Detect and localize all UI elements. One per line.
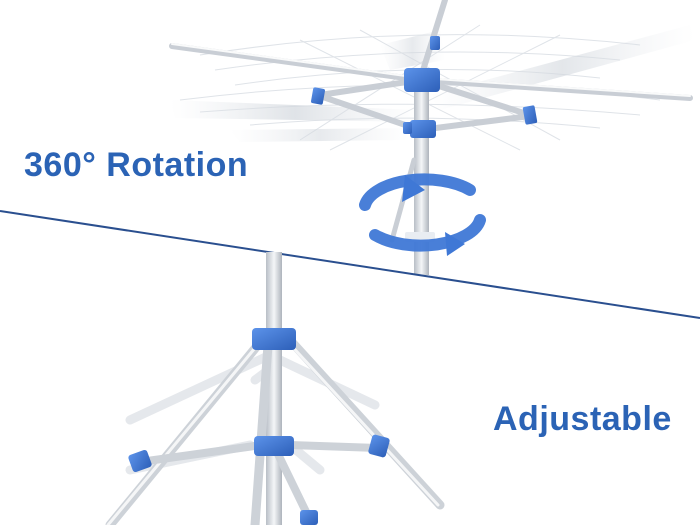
- base-connectors: [128, 328, 390, 525]
- tripod-base: [105, 252, 445, 525]
- adjustable-caption: Adjustable: [493, 400, 672, 438]
- rotation-arrows-icon: [359, 173, 486, 256]
- rotation-caption: 360° Rotation: [24, 146, 249, 184]
- rotary-head: [169, 0, 695, 275]
- head-connectors: [311, 36, 538, 242]
- arms: [169, 0, 693, 133]
- braces: [136, 441, 382, 524]
- divider-line: [0, 210, 700, 319]
